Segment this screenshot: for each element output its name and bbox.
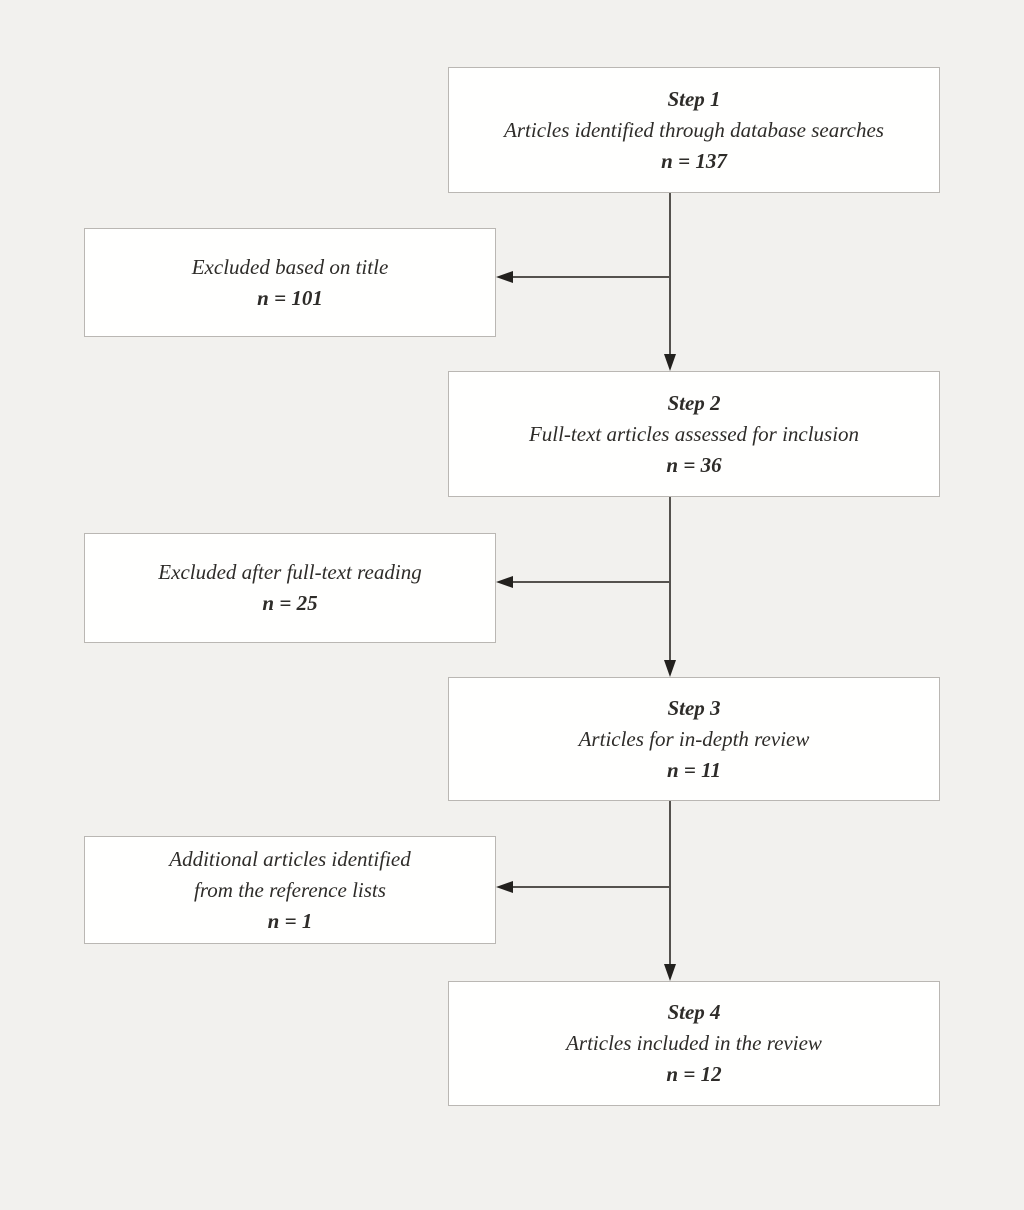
down-arrowhead-icon-3 — [664, 964, 676, 981]
additional-articles-count: n = 1 — [267, 908, 313, 933]
connector-step3-to-step4 — [669, 801, 671, 964]
step2-count: n = 36 — [666, 452, 722, 477]
additional-articles-description: Additional articles identified from the … — [169, 846, 411, 902]
connector-to-additional-articles — [512, 886, 670, 888]
step1-title: Step 1 — [667, 86, 721, 111]
excluded-title-box: Excluded based on title n = 101 — [84, 228, 496, 337]
step1-count: n = 137 — [661, 148, 727, 173]
excluded-title-count: n = 101 — [257, 285, 323, 310]
left-arrowhead-icon-3 — [496, 881, 513, 893]
connector-step2-to-step3 — [669, 497, 671, 660]
step3-description: Articles for in-depth review — [578, 726, 810, 751]
step1-box: Step 1 Articles identified through datab… — [448, 67, 940, 193]
step4-title: Step 4 — [667, 1000, 721, 1024]
down-arrowhead-icon-1 — [664, 354, 676, 371]
step1-description: Articles identified through database sea… — [504, 117, 884, 142]
connector-to-excluded-title — [512, 276, 670, 278]
excluded-fulltext-description: Excluded after full-text reading — [158, 560, 422, 584]
excluded-title-description: Excluded based on title — [191, 254, 389, 279]
step3-count: n = 11 — [667, 757, 721, 782]
step4-box: Step 4 Articles included in the review n… — [448, 981, 940, 1106]
excluded-fulltext-count: n = 25 — [262, 591, 318, 615]
down-arrowhead-icon-2 — [664, 660, 676, 677]
left-arrowhead-icon-1 — [496, 271, 513, 283]
additional-articles-box: Additional articles identified from the … — [84, 836, 496, 944]
step4-description: Articles included in the review — [566, 1031, 822, 1055]
step4-count: n = 12 — [666, 1062, 722, 1086]
excluded-fulltext-box: Excluded after full-text reading n = 25 — [84, 533, 496, 643]
left-arrowhead-icon-2 — [496, 576, 513, 588]
step2-title: Step 2 — [667, 390, 721, 415]
step2-description: Full-text articles assessed for inclusio… — [528, 421, 860, 446]
step3-box: Step 3 Articles for in-depth review n = … — [448, 677, 940, 801]
step3-title: Step 3 — [667, 695, 721, 720]
connector-to-excluded-fulltext — [512, 581, 670, 583]
connector-step1-to-step2 — [669, 193, 671, 355]
step2-box: Step 2 Full-text articles assessed for i… — [448, 371, 940, 497]
